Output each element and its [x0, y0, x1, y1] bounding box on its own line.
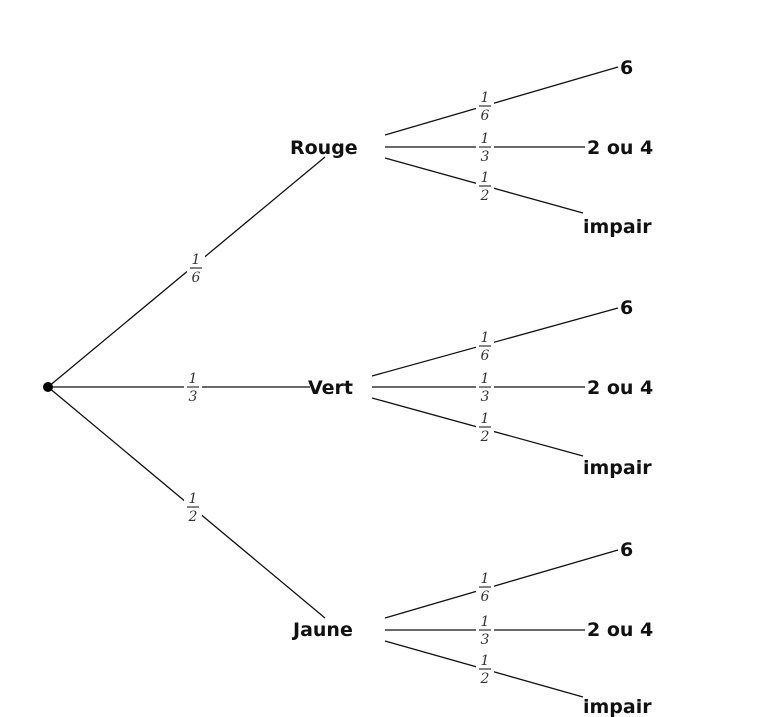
outcome-jaune-6: 6 — [620, 539, 633, 561]
prob-den: 6 — [481, 589, 490, 605]
node-rouge: Rouge — [290, 137, 358, 159]
prob-den: 6 — [481, 108, 490, 124]
edge-rouge-6 — [384, 66, 619, 136]
prob-num: 1 — [481, 614, 490, 630]
prob-den: 3 — [481, 149, 490, 165]
prob-num: 1 — [481, 131, 490, 147]
prob-den: 2 — [480, 671, 490, 687]
prob-den: 2 — [480, 429, 490, 445]
prob-jaune-impair: 1 2 — [476, 649, 494, 689]
prob-vert-impair: 1 2 — [476, 407, 494, 447]
outcome-rouge-impair: impair — [583, 216, 652, 238]
prob-num: 1 — [481, 170, 490, 186]
outcome-jaune-2ou4: 2 ou 4 — [587, 619, 653, 641]
prob-root-vert: 1 3 — [184, 367, 202, 407]
prob-num: 1 — [189, 371, 198, 387]
prob-den: 6 — [481, 348, 490, 364]
prob-num: 1 — [189, 491, 198, 507]
prob-den: 3 — [481, 632, 490, 648]
prob-num: 1 — [481, 371, 490, 387]
node-jaune: Jaune — [291, 619, 353, 641]
root-node — [43, 382, 53, 392]
prob-num: 1 — [481, 571, 490, 587]
prob-den: 3 — [481, 389, 490, 405]
prob-rouge-impair: 1 2 — [476, 166, 494, 206]
prob-rouge-6: 1 6 — [476, 86, 494, 126]
node-vert: Vert — [308, 377, 353, 399]
prob-den: 3 — [189, 389, 198, 405]
prob-num: 1 — [481, 653, 490, 669]
outcome-rouge-6: 6 — [620, 57, 633, 79]
prob-root-rouge: 1 6 — [187, 248, 205, 288]
prob-jaune-2ou4: 1 3 — [476, 610, 494, 650]
prob-vert-2ou4: 1 3 — [476, 367, 494, 407]
edge-root-rouge — [47, 156, 326, 388]
edge-vert-6 — [371, 307, 619, 377]
outcome-vert-6: 6 — [620, 297, 633, 319]
prob-jaune-6: 1 6 — [476, 567, 494, 607]
prob-num: 1 — [481, 330, 490, 346]
prob-rouge-2ou4: 1 3 — [476, 127, 494, 167]
outcome-jaune-impair: impair — [583, 696, 652, 717]
prob-den: 2 — [480, 188, 490, 204]
outcome-rouge-2ou4: 2 ou 4 — [587, 137, 653, 159]
prob-den: 2 — [188, 509, 198, 525]
prob-num: 1 — [481, 411, 490, 427]
prob-root-jaune: 1 2 — [184, 487, 202, 527]
prob-den: 6 — [192, 270, 201, 286]
prob-num: 1 — [481, 90, 490, 106]
outcome-vert-2ou4: 2 ou 4 — [587, 377, 653, 399]
edge-jaune-6 — [384, 549, 619, 619]
outcome-vert-impair: impair — [583, 457, 652, 479]
prob-num: 1 — [192, 252, 201, 268]
prob-vert-6: 1 6 — [476, 326, 494, 366]
